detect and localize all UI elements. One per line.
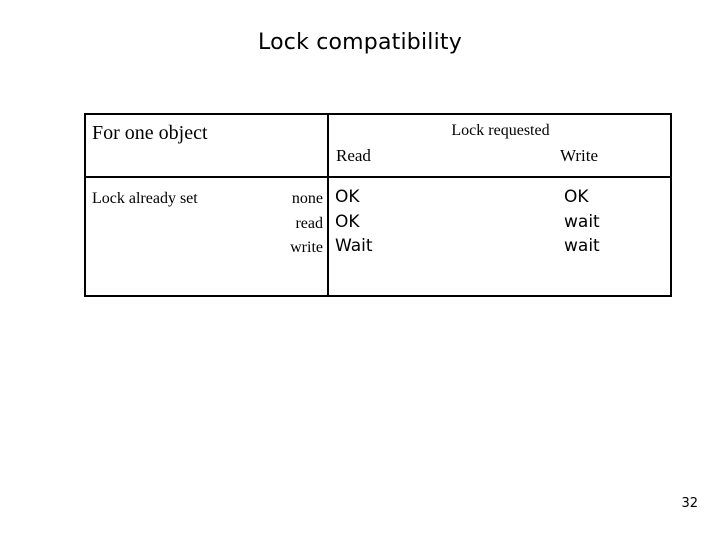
row-state-read: read — [295, 214, 323, 232]
column-header-write: Write — [560, 146, 599, 165]
lock-compatibility-table: For one object Lock requested Read Write… — [84, 113, 672, 297]
page-title: Lock compatibility — [258, 30, 462, 55]
cell-write-write: wait — [564, 236, 600, 256]
table-column-group-label: Lock requested — [451, 122, 550, 139]
page-number: 32 — [681, 496, 698, 511]
cell-write-read: Wait — [335, 236, 373, 256]
table-column-divider — [327, 115, 329, 295]
cell-read-read: OK — [335, 211, 360, 232]
row-state-column: none read write — [206, 187, 323, 261]
table-header-row: For one object Lock requested Read Write — [86, 115, 670, 178]
cell-read-write: wait — [564, 211, 600, 232]
cell-column-write: OK wait wait — [564, 185, 600, 259]
table-corner-label: For one object — [92, 122, 208, 144]
cell-none-write: OK — [564, 187, 589, 207]
cell-column-read: OK OK Wait — [335, 185, 373, 259]
table-row-group-label: Lock already set — [92, 190, 198, 207]
column-header-read: Read — [336, 146, 371, 165]
row-state-none: none — [291, 190, 323, 207]
table-body: Lock already set none read write OK OK W… — [86, 178, 670, 295]
cell-none-read: OK — [335, 187, 360, 207]
row-state-write: write — [290, 239, 323, 256]
